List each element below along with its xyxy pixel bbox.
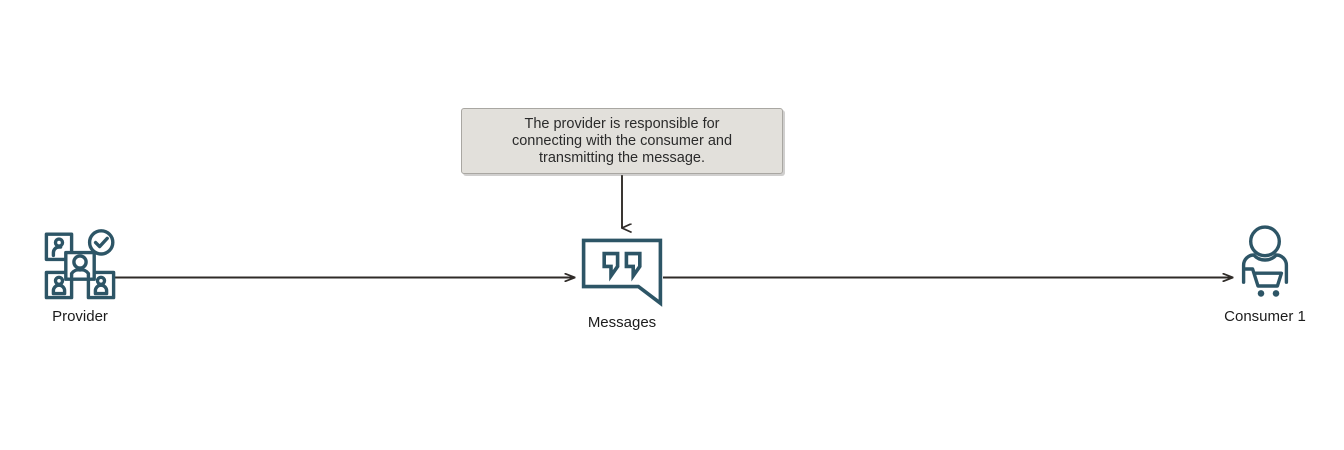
node-consumer-label: Consumer 1 (1224, 308, 1306, 325)
user-group-verified-icon (42, 226, 118, 302)
node-messages-label: Messages (587, 314, 657, 331)
callout-note: The provider is responsible for connecti… (461, 108, 783, 174)
speech-bubble-quotes-icon (578, 236, 666, 308)
node-messages[interactable]: Messages (566, 236, 678, 331)
callout-note-text: The provider is responsible for connecti… (511, 115, 733, 166)
node-consumer[interactable]: Consumer 1 (1200, 224, 1330, 325)
person-shopping-cart-icon (1231, 224, 1299, 302)
node-provider[interactable]: Provider (22, 226, 138, 325)
node-provider-label: Provider (52, 308, 108, 325)
